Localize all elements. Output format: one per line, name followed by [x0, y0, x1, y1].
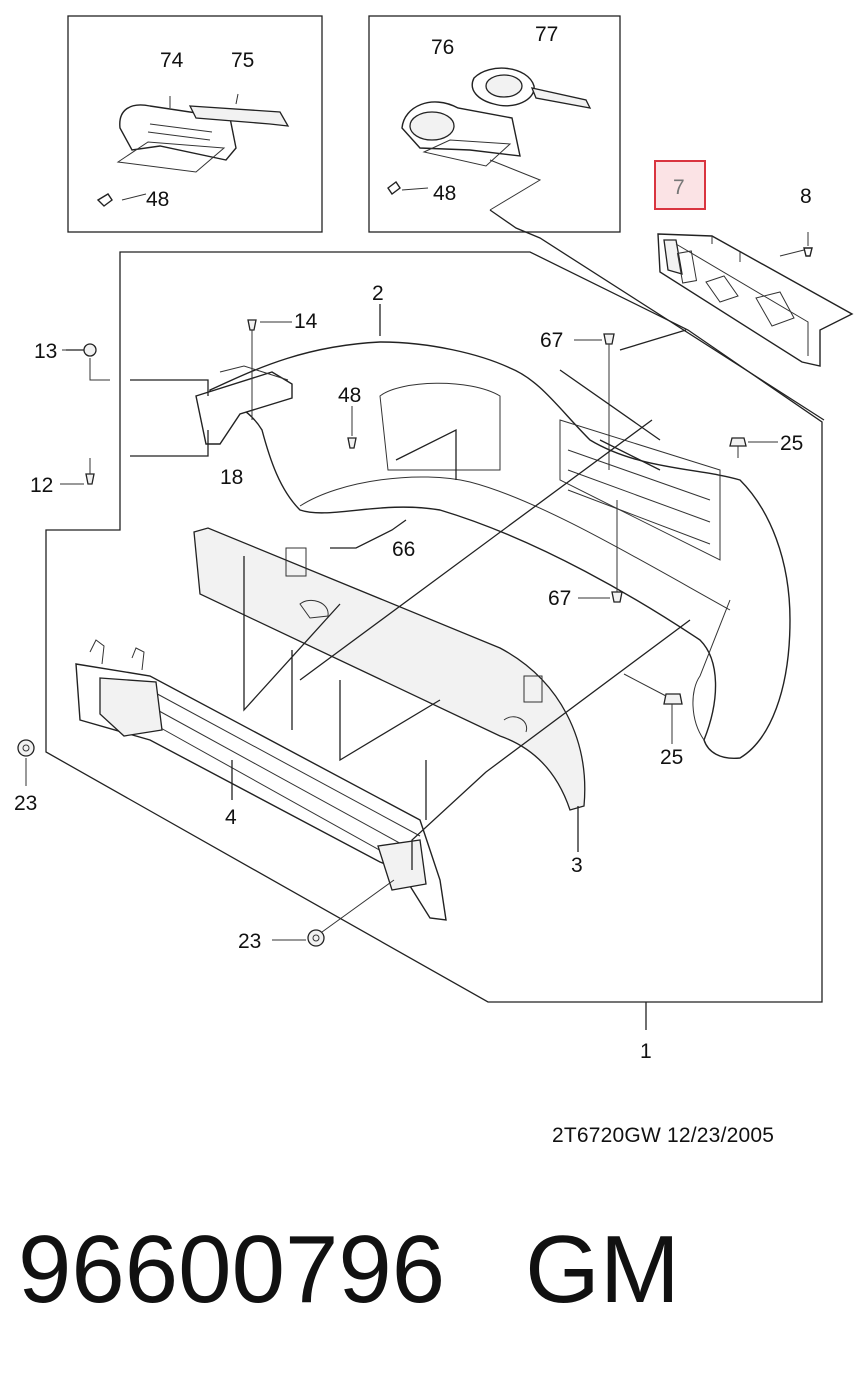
callout-25-b: 25: [660, 746, 683, 769]
callout-48-c: 48: [338, 384, 361, 407]
inset-box-fog-bracket: [67, 15, 323, 233]
callout-75: 75: [231, 49, 254, 72]
callout-labels: 74 75 48 76 77 48 7 8 2 14 13 12 18 48 6…: [14, 23, 812, 1063]
inset-leader: [489, 209, 825, 421]
callout-7: 7: [673, 176, 685, 199]
callout-18: 18: [220, 466, 243, 489]
rivet-25-top: [729, 437, 778, 458]
screw-48: [347, 406, 357, 449]
diagram-code: 2T6720GW 12/23/2005: [552, 1124, 775, 1147]
callout-2: 2: [372, 282, 384, 305]
callout-8: 8: [800, 185, 812, 208]
energy-absorber: [193, 527, 586, 811]
reinforcement-beam: [75, 639, 447, 921]
inset-box-fog-cover: [368, 15, 621, 233]
callout-74: 74: [160, 49, 184, 72]
highlight-box-7: [654, 160, 706, 210]
callout-13: 13: [34, 340, 57, 363]
license-plate-bracket: [657, 233, 854, 367]
callout-67-a: 67: [540, 329, 563, 352]
leader-lines: [66, 304, 691, 1030]
rivet-25-bottom: [623, 673, 683, 744]
callout-67-b: 67: [548, 587, 571, 610]
callout-23-a: 23: [14, 792, 37, 815]
callout-77: 77: [535, 23, 558, 46]
callout-48-b: 48: [433, 182, 456, 205]
screw-8: [803, 232, 813, 257]
callout-76: 76: [431, 36, 454, 59]
screw-67-bottom: [578, 500, 623, 603]
side-bracket-18: [195, 365, 293, 445]
screw-67-top: [574, 333, 615, 470]
callout-1: 1: [640, 1040, 652, 1063]
callout-14: 14: [294, 310, 318, 333]
callout-4: 4: [225, 806, 237, 829]
screw-14: [247, 319, 292, 420]
callout-48-a: 48: [146, 188, 169, 211]
callout-25-a: 25: [780, 432, 803, 455]
nut-23-bottom: [272, 879, 395, 947]
main-assembly-outline: [45, 251, 823, 1003]
callout-66: 66: [392, 538, 415, 561]
part-number: 96600796 GM: [18, 1216, 680, 1323]
callout-23-b: 23: [238, 930, 261, 953]
screw-12: [60, 458, 95, 485]
callout-12: 12: [30, 474, 53, 497]
callout-3: 3: [571, 854, 583, 877]
nut-23-left: [17, 739, 35, 786]
